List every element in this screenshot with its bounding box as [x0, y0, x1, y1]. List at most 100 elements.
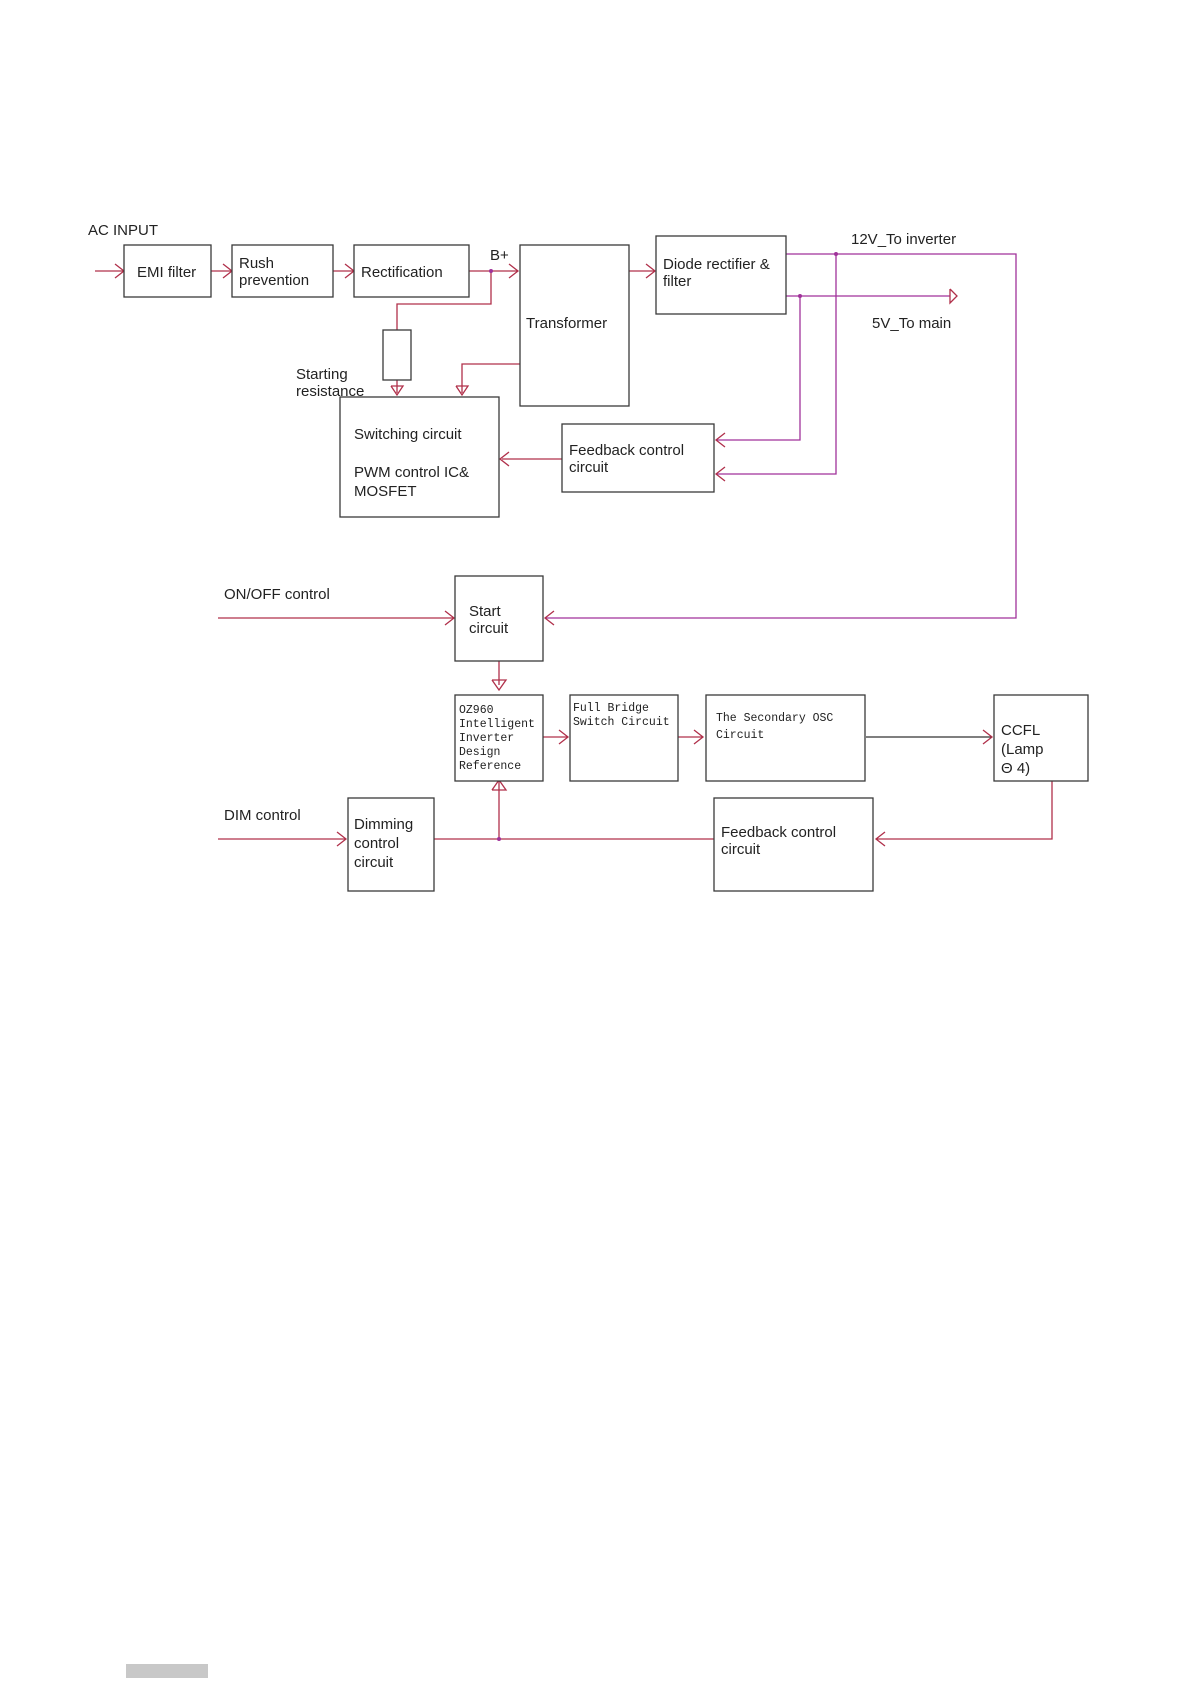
arrow-fullbridge-to-osc: [693, 729, 705, 745]
arrow-12v-to-start: [543, 610, 555, 626]
text-line: Intelligent: [459, 718, 535, 731]
text-line: Switch Circuit: [573, 716, 670, 729]
arrow-ccfl-to-feedback: [874, 831, 886, 847]
text-line: Feedback control: [721, 824, 836, 841]
text-line: circuit: [721, 841, 761, 858]
text-line: circuit: [469, 620, 509, 637]
junction-12v: [834, 252, 838, 256]
block-dimming: Dimming control circuit: [347, 797, 435, 892]
text-line: Dimming: [354, 816, 413, 833]
block-rectification: Rectification: [353, 244, 470, 298]
text-line: Inverter: [459, 732, 514, 745]
wire-bplus-to-resistor: [396, 271, 492, 330]
text-line: Θ 4): [1001, 760, 1030, 777]
label-12v-output: 12V_To inverter: [851, 231, 956, 248]
junction-dim: [497, 837, 501, 841]
arrow-transformer-to-switching: [455, 385, 470, 397]
arrow-5v-to-feedback: [714, 432, 726, 448]
label-ac-input: AC INPUT: [88, 222, 158, 239]
text-line: Diode rectifier &: [663, 256, 770, 273]
text-line: resistance: [296, 383, 364, 400]
arrow-oz960-to-fullbridge: [558, 729, 570, 745]
junction-bplus: [489, 269, 493, 273]
label-5v-output: 5V_To main: [872, 315, 951, 332]
text-line: The Secondary OSC: [716, 712, 833, 725]
svg-text:Transformer: Transformer: [526, 315, 607, 332]
arrow-feedback-to-switching: [498, 451, 510, 467]
arrow-osc-to-ccfl: [982, 729, 994, 745]
footer-scroll-indicator: [126, 1664, 208, 1678]
block-transformer: Transformer: [519, 244, 630, 407]
text-line: EMI filter: [137, 264, 196, 281]
wire-12v-output: [545, 253, 1017, 619]
label-on-off-control: ON/OFF control: [224, 586, 330, 603]
text-line: Feedback control: [569, 442, 684, 459]
wire-ccfl-feedback: [876, 781, 1053, 840]
text-line: Rectification: [361, 264, 443, 281]
arrow-transformer-to-diode: [645, 263, 657, 279]
text-line: Transformer: [526, 315, 607, 332]
arrow-dim-to-oz960: [491, 778, 508, 791]
junction-5v: [798, 294, 802, 298]
text-line: prevention: [239, 272, 309, 289]
text-line: Reference: [459, 760, 521, 773]
label-b-plus: B+: [490, 247, 509, 264]
wire-12v-sense: [716, 254, 837, 475]
arrow-5v-output: [949, 288, 958, 305]
text-line: circuit: [569, 459, 609, 476]
wire-transformer-to-switching: [461, 363, 520, 393]
block-emi-filter: EMI filter: [123, 244, 212, 298]
block-secondary-osc: The Secondary OSC Circuit: [705, 694, 866, 782]
text-line: Starting: [296, 366, 348, 383]
text-line: Rush: [239, 255, 274, 272]
arrow-dim-to-dimming: [336, 831, 348, 847]
arrow-start-to-oz960: [491, 679, 508, 692]
block-starting-resistor: [382, 329, 412, 381]
text-line: PWM control IC&: [354, 464, 469, 481]
text-line: Design: [459, 746, 500, 759]
junctions: [489, 252, 838, 841]
svg-text:EMI filter: EMI filter: [137, 264, 196, 281]
text-line: (Lamp: [1001, 741, 1044, 758]
text-line: filter: [663, 273, 691, 290]
block-diode-rectifier: Diode rectifier &filter: [655, 235, 787, 315]
block-ccfl: CCFL (Lamp Θ 4): [993, 694, 1089, 782]
text-line: MOSFET: [354, 483, 417, 500]
arrow-resistor-to-switching: [390, 385, 405, 397]
text-line: OZ960: [459, 704, 494, 717]
svg-text:Diode rectifier &filter: Diode rectifier &filter: [663, 256, 770, 290]
wires: [95, 253, 1053, 840]
text-line: Switching circuit: [354, 426, 462, 443]
text-line: Full Bridge: [573, 702, 649, 715]
text-line: control: [354, 835, 399, 852]
svg-text:Rectification: Rectification: [361, 264, 443, 281]
wire-5v-sense: [716, 296, 801, 441]
text-line: circuit: [354, 854, 394, 871]
text-line: CCFL: [1001, 722, 1040, 739]
arrow-12v-to-feedback: [714, 466, 726, 482]
arrow-on-off-to-start: [444, 610, 456, 626]
text-line: Start: [469, 603, 502, 620]
text-line: Circuit: [716, 729, 764, 742]
arrow-rect-to-transformer: [508, 263, 520, 279]
label-dim-control: DIM control: [224, 807, 301, 824]
